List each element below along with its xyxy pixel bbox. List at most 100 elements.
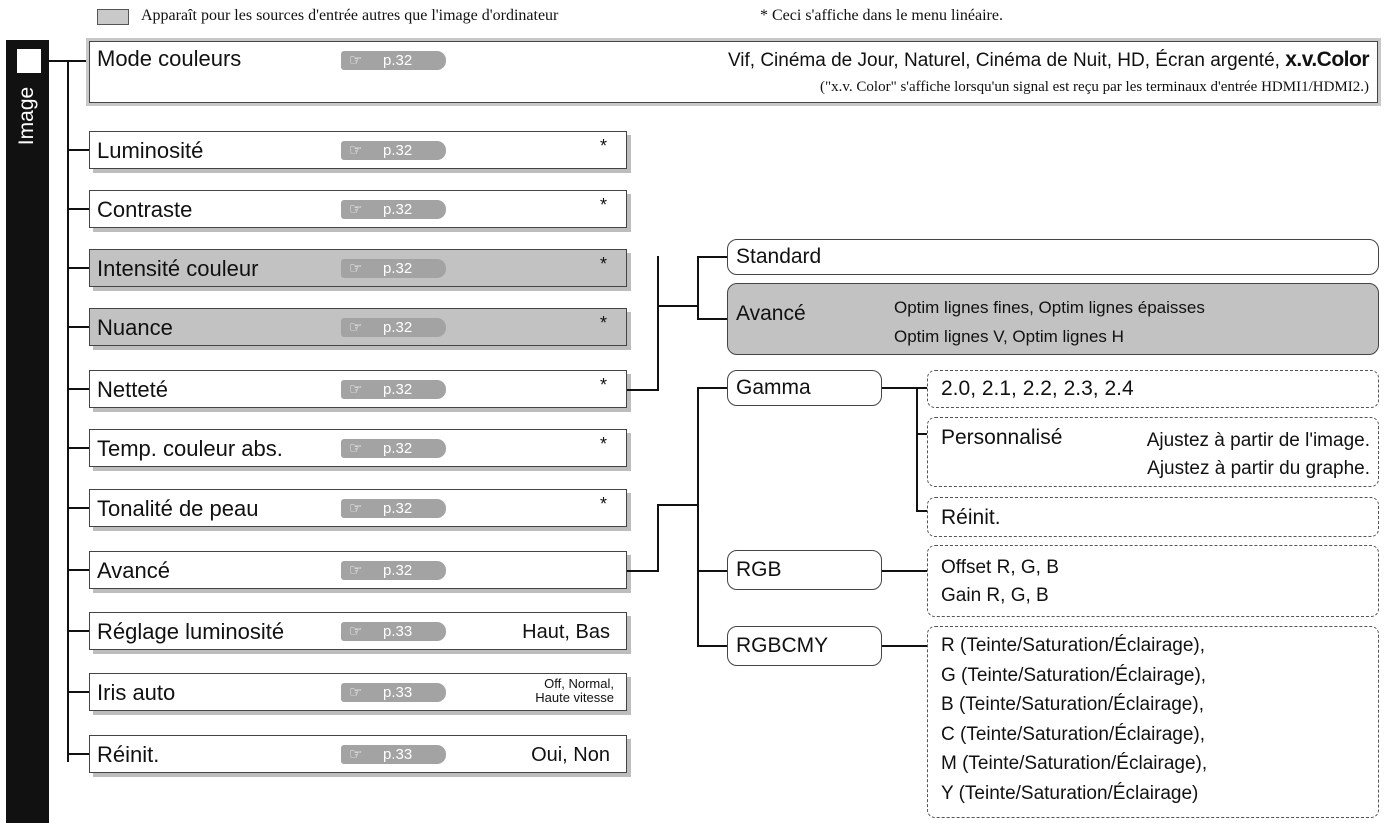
- page-ref-badge: ☞p.33: [341, 683, 446, 702]
- linear-menu-star: *: [599, 434, 607, 454]
- connector: [67, 447, 89, 449]
- gamma-reset-box[interactable]: Réinit.: [927, 497, 1379, 537]
- page-ref-badge: ☞p.33: [341, 745, 446, 764]
- connector: [882, 387, 918, 389]
- menu-item-1[interactable]: Contraste☞p.32*: [89, 190, 627, 228]
- page-ref-badge: ☞p.32: [341, 499, 446, 518]
- advanced-gamma[interactable]: Gamma: [727, 370, 882, 406]
- linear-menu-star: *: [599, 136, 607, 156]
- connector: [67, 326, 89, 328]
- hand-pointer-icon: ☞: [349, 142, 363, 159]
- connector: [882, 645, 927, 647]
- connector: [627, 389, 657, 391]
- page-ref-badge: ☞p.32: [341, 141, 446, 160]
- connector: [916, 510, 927, 512]
- legend-star-text: * Ceci s'affiche dans le menu linéaire.: [760, 7, 1003, 24]
- rgbcmy-line: C (Teinte/Saturation/Éclairage),: [941, 723, 1206, 745]
- page-ref-badge: ☞p.32: [341, 439, 446, 458]
- sidebar-image: [6, 40, 49, 823]
- connector: [67, 691, 89, 693]
- menu-item-10[interactable]: Réinit. ☞p.33 Oui, Non: [89, 735, 627, 773]
- item-label: Luminosité: [97, 138, 204, 163]
- menu-item-7[interactable]: Avancé ☞p.32: [89, 551, 627, 589]
- item-value: Oui, Non: [531, 744, 610, 766]
- advanced-rgbcmy[interactable]: RGBCMY: [727, 626, 882, 666]
- menu-item-4[interactable]: Netteté ☞p.32 *: [89, 370, 627, 408]
- item-label: Netteté: [97, 377, 168, 402]
- connector: [67, 753, 89, 755]
- connector: [67, 388, 89, 390]
- main-trunk-line: [67, 60, 69, 762]
- menu-item-mode-couleurs[interactable]: Mode couleurs ☞p.32 Vif, Cinéma de Jour,…: [89, 41, 1378, 103]
- connector: [67, 630, 89, 632]
- xvcolor-note: ("x.v. Color" s'affiche lorsqu'un signal…: [820, 79, 1369, 95]
- linear-menu-star: *: [599, 254, 607, 274]
- linear-menu-star: *: [599, 375, 607, 395]
- connector: [657, 504, 697, 506]
- connector: [916, 433, 927, 435]
- menu-item-6[interactable]: Tonalité de peau☞p.32*: [89, 489, 627, 527]
- connector: [882, 570, 927, 572]
- menu-item-0[interactable]: Luminosité ☞p.32 *: [89, 131, 627, 169]
- page-ref-badge: ☞p.32: [341, 318, 446, 337]
- hand-pointer-icon: ☞: [349, 500, 363, 517]
- connector: [49, 60, 89, 62]
- item-label: Réglage luminosité: [97, 619, 285, 644]
- hand-pointer-icon: ☞: [349, 52, 363, 69]
- linear-menu-star: *: [599, 313, 607, 333]
- item-label: Mode couleurs: [97, 46, 242, 71]
- connector: [697, 387, 699, 647]
- item-label: Tonalité de peau: [97, 496, 259, 521]
- hand-pointer-icon: ☞: [349, 381, 363, 398]
- connector: [67, 267, 89, 269]
- connector: [697, 387, 727, 389]
- advanced-rgb[interactable]: RGB: [727, 550, 882, 590]
- menu-item-5[interactable]: Temp. couleur abs. ☞p.32 *: [89, 429, 627, 467]
- rgbcmy-line: Y (Teinte/Saturation/Éclairage): [941, 782, 1199, 804]
- hand-pointer-icon: ☞: [349, 684, 363, 701]
- hand-pointer-icon: ☞: [349, 319, 363, 336]
- connector: [657, 256, 659, 391]
- rgbcmy-line: G (Teinte/Saturation/Éclairage),: [941, 664, 1207, 686]
- rgb-values-box[interactable]: Offset R, G, B Gain R, G, B: [927, 545, 1379, 617]
- connector: [657, 305, 697, 307]
- connector: [697, 256, 699, 320]
- connector: [627, 570, 657, 572]
- hand-pointer-icon: ☞: [349, 440, 363, 457]
- rgbcmy-values-box[interactable]: R (Teinte/Saturation/Éclairage),G (Teint…: [927, 626, 1379, 818]
- item-label: Contraste: [97, 197, 193, 222]
- connector: [916, 387, 927, 389]
- page-ref-badge: ☞p.32: [341, 259, 446, 278]
- page-ref-badge: ☞p.32: [341, 561, 446, 580]
- legend-gray-text: Apparaît pour les sources d'entrée autre…: [141, 7, 559, 24]
- hand-pointer-icon: ☞: [349, 746, 363, 763]
- menu-item-3[interactable]: Nuance☞p.32*: [89, 308, 627, 346]
- hand-pointer-icon: ☞: [349, 260, 363, 277]
- color-mode-values: Vif, Cinéma de Jour, Naturel, Cinéma de …: [727, 48, 1370, 71]
- hand-pointer-icon: ☞: [349, 562, 363, 579]
- page-ref-badge: ☞p.32: [341, 380, 446, 399]
- connector: [697, 318, 727, 320]
- page-ref-badge: ☞p.32: [341, 51, 446, 70]
- connector: [67, 569, 89, 571]
- page-ref-badge: ☞p.32: [341, 200, 446, 219]
- connector: [67, 208, 89, 210]
- item-label: Avancé: [97, 558, 170, 583]
- page-ref-badge: ☞p.33: [341, 622, 446, 641]
- item-label: Réinit.: [97, 742, 160, 767]
- sharpness-standard[interactable]: Standard: [727, 239, 1379, 275]
- sidebar-label: Image: [15, 86, 38, 146]
- gamma-custom-box[interactable]: Personnalisé Ajustez à partir de l'image…: [927, 417, 1379, 487]
- connector: [916, 387, 918, 512]
- menu-item-8[interactable]: Réglage luminosité ☞p.33 Haut, Bas: [89, 612, 627, 650]
- hand-pointer-icon: ☞: [349, 201, 363, 218]
- sidebar-square-icon: [17, 49, 41, 73]
- gamma-values-box[interactable]: 2.0, 2.1, 2.2, 2.3, 2.4: [927, 370, 1379, 408]
- connector: [697, 256, 727, 258]
- item-value: Haut, Bas: [522, 621, 610, 643]
- menu-item-2[interactable]: Intensité couleur☞p.32*: [89, 249, 627, 287]
- rgbcmy-line: M (Teinte/Saturation/Éclairage),: [941, 753, 1208, 774]
- item-label: Temp. couleur abs.: [97, 436, 283, 461]
- sharpness-advanced[interactable]: Avancé Optim lignes fines, Optim lignes …: [727, 283, 1379, 355]
